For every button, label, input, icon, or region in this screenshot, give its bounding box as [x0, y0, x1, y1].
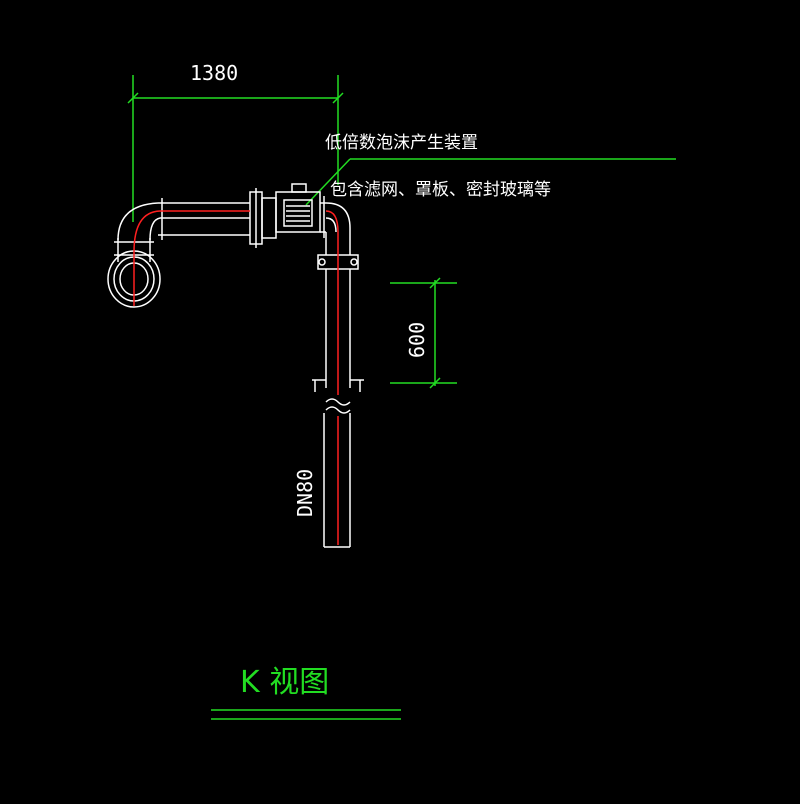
- pipe-support: [312, 379, 364, 414]
- pipe-vertical-lower: [323, 413, 351, 548]
- pipe-size-label: DN80: [293, 469, 317, 517]
- view-title: K 视图: [240, 665, 329, 700]
- annotation-line-1: 低倍数泡沫产生装置: [325, 133, 478, 153]
- annotation-line-2: 包含滤网、罩板、密封玻璃等: [330, 180, 551, 200]
- foam-generator: [275, 183, 326, 233]
- dimension-1380: [127, 75, 344, 222]
- dimension-1380-label: 1380: [190, 61, 238, 85]
- pipe-centerline: [133, 210, 339, 545]
- annotation-leader: [305, 158, 676, 206]
- pipe-vertical-upper: [317, 228, 359, 388]
- view-title-underline: [211, 709, 401, 720]
- dimension-600-label: 600: [405, 322, 429, 358]
- pipe-horizontal: [158, 198, 250, 240]
- dimension-600: [390, 277, 457, 389]
- pipe-elbow-right: [323, 196, 351, 238]
